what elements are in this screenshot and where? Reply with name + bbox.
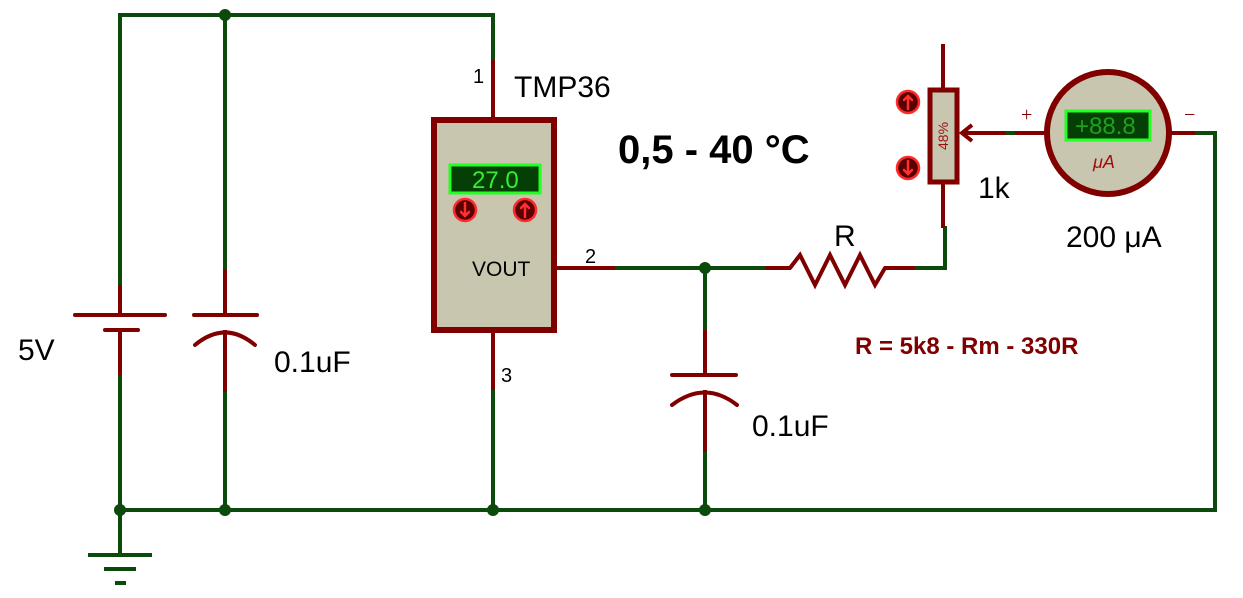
arrow-down-icon — [459, 201, 471, 218]
potentiometer-body — [927, 87, 960, 185]
capacitor-output[interactable]: 0.1uF — [670, 330, 829, 452]
resistor-formula: R = 5k8 - Rm - 330R — [855, 333, 1078, 360]
capacitor-output-label: 0.1uF — [752, 410, 829, 443]
sensor-pin1-label: 1 — [473, 66, 484, 88]
ammeter-range-label: 200 μA — [1066, 221, 1162, 254]
sensor-temperature-value: 27.0 — [472, 167, 519, 194]
junction-node — [487, 504, 499, 516]
wire-ground-rail — [118, 131, 1217, 512]
capacitor-supply-label: 0.1uF — [274, 346, 351, 379]
capacitor-supply[interactable]: 0.1uF — [192, 270, 351, 392]
junctions — [114, 9, 711, 516]
sensor-body — [431, 117, 557, 333]
potentiometer-decrease-button[interactable] — [895, 155, 921, 181]
sensor-increase-button[interactable] — [512, 197, 538, 223]
sensor-pin3-label: 3 — [501, 365, 512, 387]
junction-node — [699, 504, 711, 516]
junction-node — [114, 504, 126, 516]
junction-node — [219, 9, 231, 21]
ammeter[interactable]: +88.8 μA + − 200 μA — [1015, 69, 1195, 254]
wire-top-rail — [118, 13, 495, 62]
wire-resistor-pot — [913, 226, 947, 270]
resistor-label: R — [834, 220, 856, 253]
range-title: 0,5 - 40 °C — [618, 128, 810, 172]
resistor[interactable]: R — [765, 220, 915, 290]
ammeter-reading: +88.8 — [1075, 113, 1136, 140]
tmp36-sensor[interactable]: 1 TMP36 2 3 VOUT 27.0 — [431, 60, 615, 390]
potentiometer-percent: 48% — [935, 122, 951, 150]
arrow-down-icon — [902, 159, 914, 176]
sensor-lcd-display — [448, 163, 542, 195]
wires — [118, 13, 1217, 555]
sensor-decrease-button[interactable] — [452, 197, 478, 223]
ground-icon — [88, 553, 152, 585]
arrow-up-icon — [519, 202, 531, 219]
ammeter-plus-terminal: + — [1021, 104, 1032, 126]
arrow-up-icon — [902, 94, 914, 111]
wiper-arrow-icon — [958, 123, 974, 143]
sensor-pin2-label: 2 — [585, 246, 596, 268]
potentiometer-label: 1k — [978, 172, 1011, 205]
battery-label: 5V — [18, 334, 55, 367]
junction-node — [219, 504, 231, 516]
ammeter-unit: μA — [1092, 152, 1115, 172]
ammeter-minus-terminal: − — [1184, 104, 1195, 126]
junction-node — [699, 262, 711, 274]
sensor-name: TMP36 — [514, 71, 611, 104]
potentiometer-increase-button[interactable] — [895, 89, 921, 115]
battery[interactable]: 5V — [18, 285, 167, 375]
ammeter-lcd-display — [1064, 109, 1152, 142]
potentiometer[interactable]: 48% 1k — [895, 44, 1011, 228]
sensor-vout-label: VOUT — [472, 258, 531, 281]
